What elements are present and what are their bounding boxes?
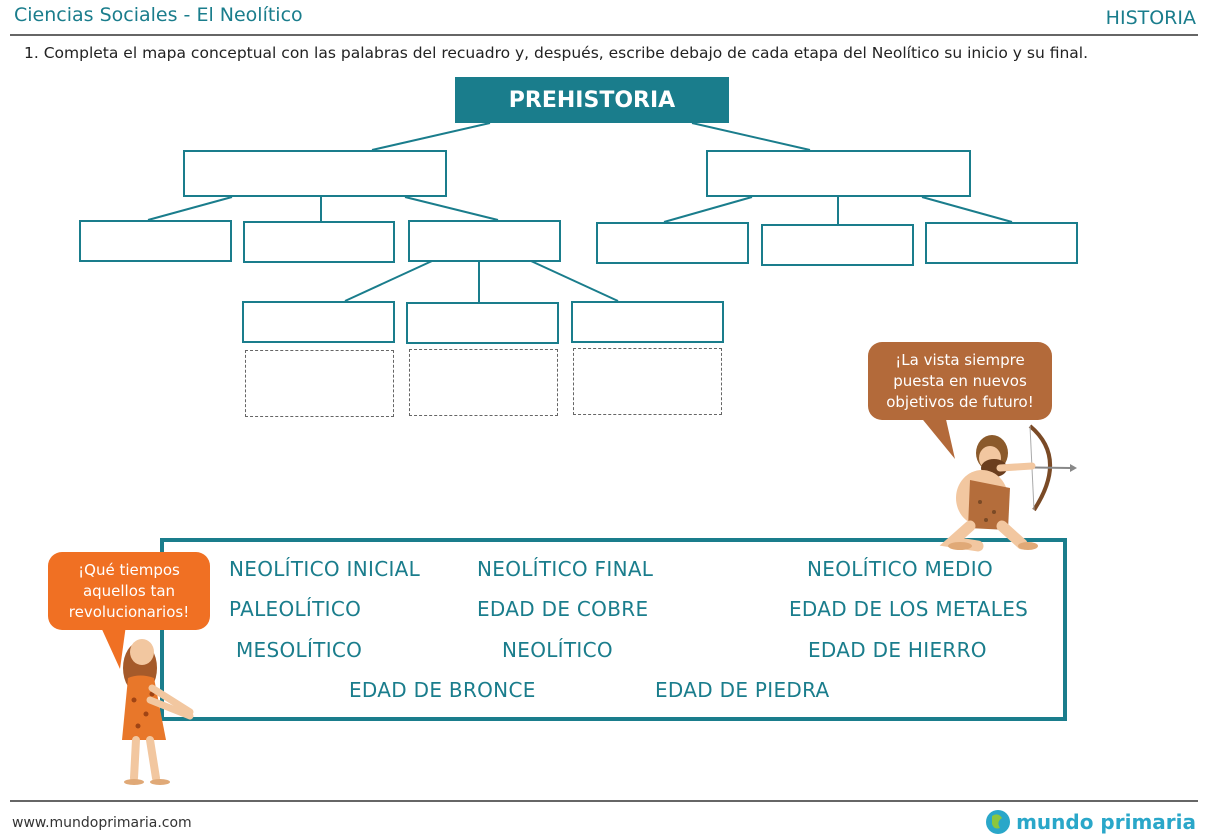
concept-box-level2-4[interactable]: [596, 222, 749, 264]
word-bank-item: EDAD DE HIERRO: [808, 638, 987, 662]
word-bank-item: EDAD DE LOS METALES: [789, 597, 1029, 621]
instruction-text: 1. Completa el mapa conceptual con las p…: [24, 44, 1089, 62]
concept-root-box: PREHISTORIA: [455, 77, 729, 123]
concept-box-level3-1[interactable]: [242, 301, 395, 343]
header-divider: [10, 34, 1198, 36]
archer-bubble-tail: [919, 415, 955, 459]
word-bank-item: EDAD DE PIEDRA: [655, 678, 830, 702]
logo-text: mundo primaria: [1016, 810, 1196, 834]
globe-icon: [986, 810, 1011, 834]
word-bank-item: MESOLÍTICO: [236, 638, 363, 662]
word-bank-item: NEOLÍTICO FINAL: [477, 557, 654, 581]
word-bank-item: PALEOLÍTICO: [229, 597, 362, 621]
subject-label: HISTORIA: [1105, 7, 1196, 29]
concept-box-level2-5[interactable]: [761, 224, 914, 266]
brand-logo[interactable]: mundo primaria: [984, 808, 1196, 836]
dates-box-3[interactable]: [573, 348, 722, 415]
archer-speech-bubble: ¡La vista siempre puesta en nuevos objet…: [868, 342, 1052, 420]
concept-box-level2-3[interactable]: [408, 220, 561, 262]
concept-box-level3-2[interactable]: [406, 302, 559, 344]
dates-box-2[interactable]: [409, 349, 558, 416]
worksheet-title: Ciencias Sociales - El Neolítico: [14, 4, 303, 26]
word-bank-item: EDAD DE BRONCE: [349, 678, 536, 702]
word-bank-box: [160, 538, 1067, 721]
concept-box-level2-2[interactable]: [243, 221, 395, 263]
word-bank-item: NEOLÍTICO MEDIO: [807, 557, 993, 581]
woman-speech-bubble: ¡Qué tiempos aquellos tan revolucionario…: [48, 552, 210, 630]
dates-box-1[interactable]: [245, 350, 394, 417]
word-bank-item: NEOLÍTICO INICIAL: [229, 557, 421, 581]
caveman-archer-illustration: [939, 424, 1077, 552]
concept-box-level1-right[interactable]: [706, 150, 971, 197]
footer-url[interactable]: www.mundoprimaria.com: [12, 815, 192, 831]
word-bank-item: NEOLÍTICO: [502, 638, 613, 662]
woman-bubble-tail: [100, 625, 126, 669]
word-bank-item: EDAD DE COBRE: [477, 597, 649, 621]
concept-box-level3-3[interactable]: [571, 301, 724, 343]
footer-divider: [10, 800, 1198, 802]
concept-box-level2-6[interactable]: [925, 222, 1078, 264]
concept-box-level2-1[interactable]: [79, 220, 232, 262]
concept-box-level1-left[interactable]: [183, 150, 447, 197]
cavewoman-illustration: [122, 639, 194, 785]
